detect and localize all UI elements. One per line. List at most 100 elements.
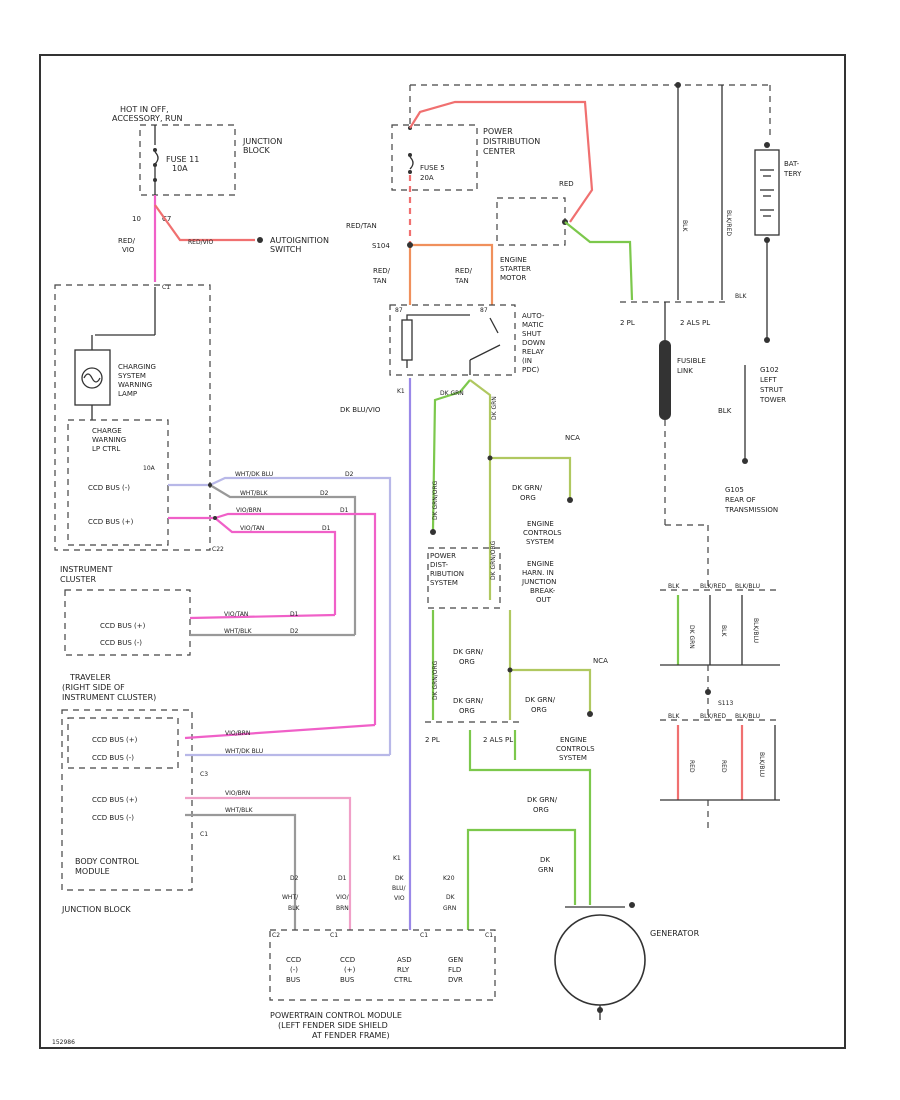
pcm-wire-wht: WHT/ [282, 894, 299, 901]
battery-label: BAT- [784, 160, 800, 168]
label-nca-2: NCA [593, 657, 608, 665]
pcm-wire-blk: BLK [288, 905, 300, 912]
traveler-title-2: (RIGHT SIDE OF [62, 683, 125, 692]
pcm-gen: GEN [448, 956, 463, 964]
pcm-wire-dk-2: DK [446, 894, 456, 901]
charging-lamp-label-2: SYSTEM [118, 372, 146, 380]
harness-label-3: JUNCTION [521, 578, 556, 586]
body-control-module: CCD BUS (+) CCD BUS (-) CCD BUS (+) CCD … [61, 709, 390, 930]
label-2als-pl-b: 2 ALS PL [483, 736, 513, 744]
conn-wire-blk: BLK [720, 625, 727, 637]
pcm-ccd-pos-3: BUS [340, 976, 355, 984]
cluster-title: INSTRUMENT [60, 565, 113, 574]
splice-s104: S104 [372, 242, 390, 250]
pdc-title-3: CENTER [483, 147, 516, 156]
cluster-pin-c22: C22 [212, 546, 224, 553]
wire-label-red-tan-right-2: TAN [454, 277, 469, 285]
wire-label-dk-grn-org-b: DK GRN/ [453, 648, 484, 656]
wire-label-blk: BLK [681, 220, 688, 232]
wire-red-vio: RED/ VIO RED/VIO AUTOIGNITION SWITCH C1 [118, 195, 329, 291]
conn-wire-red-2: RED [720, 760, 727, 773]
bcm-wire-wht-dk-blu: WHT/DK BLU [225, 748, 263, 755]
pcm-title: POWERTRAIN CONTROL MODULE [270, 1011, 402, 1020]
starter-label-2: STARTER [500, 265, 531, 273]
pds-label-2: DIST- [430, 561, 449, 569]
conn-wire-dk-grn: DK GRN [688, 625, 695, 649]
traveler-ccd-pos: CCD BUS (+) [100, 622, 146, 630]
relay-coil-icon [401, 314, 501, 375]
wire-label-blk-right: BLK [735, 293, 747, 300]
hot-label: HOT IN OFF, [120, 105, 169, 114]
bcm-ccd-neg-2: CCD BUS (-) [92, 814, 134, 822]
harness-label-5: OUT [536, 596, 552, 604]
traveler: CCD BUS (+) CCD BUS (-) VIO/TAN WHT/BLK … [62, 589, 355, 702]
wire-label-red: RED [559, 180, 574, 188]
fuse-5-rating: 20A [420, 174, 434, 182]
conn-wire-blk-blu-2: BLK/BLU [758, 752, 765, 777]
bcm-title: BODY CONTROL [75, 857, 139, 866]
charge-ctrl-label: CHARGE [92, 427, 122, 435]
asd-relay-feed: RED/TAN S104 RED/ TAN RED/ TAN [346, 222, 494, 305]
g102-label-2: LEFT [760, 376, 777, 384]
pcm-ccd-neg: CCD [286, 956, 301, 964]
fuse-11-icon [153, 125, 159, 195]
fusible-link-section: 2 PL 2 ALS PL FUSIBLE LINK G102 LEFT STR… [620, 302, 786, 590]
pcm-pin-1: C2 [272, 932, 280, 939]
wire-label-ign: RED/VIO [188, 239, 213, 246]
conn-b3: BLK/BLU [735, 713, 760, 720]
power-distribution-system: POWER DIST- RIBUTION SYSTEM ENGINE HARN.… [425, 547, 608, 905]
fusible-link-label-2: LINK [677, 367, 693, 375]
relay-label-3: SHUT [522, 330, 542, 338]
wire-dk-grn-relay: DK GRN DK GRN NCA DK GRN/ ORG ENGINE CON… [430, 379, 580, 600]
wire-label-dk-blu-vio: DK BLU/VIO [340, 406, 381, 414]
pcm-wire-k20: K20 [443, 875, 455, 882]
traveler-d1: D1 [290, 611, 299, 618]
pcm-pin-3: C1 [420, 932, 428, 939]
g105-label-3: TRANSMISSION [724, 506, 778, 514]
pcm-wire-brn: BRN [336, 905, 349, 912]
wire-label-dk-grn-org: DK GRN/ [512, 484, 543, 492]
ground-connector-blocks: BLK BLK/RED BLK/BLU DK GRN BLK BLK/BLU S… [660, 583, 780, 830]
auto-shutdown-relay: 87 87 AUTO- MATIC SHUT DOWN RELAY (IN PD… [389, 304, 545, 376]
conn-b2: BLK/RED [700, 713, 726, 720]
charge-ctrl-label-3: LP CTRL [92, 445, 120, 453]
wire-label-red-tan-right: RED/ [455, 267, 473, 275]
battery-label-2: TERY [783, 170, 802, 178]
wire-label-gen-grn: GRN [538, 866, 554, 874]
wire-wht-blk: WHT/BLK [240, 490, 269, 497]
wire-label-dk-grn-org-c2: ORG [459, 707, 475, 715]
ccd-bus-wires-cluster: WHT/DK BLU WHT/BLK VIO/BRN VIO/TAN D2 D2… [168, 471, 392, 755]
wire-gen-field: DK GRN [466, 828, 577, 930]
pcm-wire-k1: K1 [393, 855, 401, 862]
wire-label-red-vio-2: VIO [122, 246, 135, 254]
battery-feed: BLK BLK/RED BAT- TERY BLK [409, 82, 802, 343]
bcm-wire-vio-brn-2: VIO/BRN [225, 790, 250, 797]
battery-icon [754, 142, 780, 243]
traveler-title-3: INSTRUMENT CLUSTER) [62, 693, 156, 702]
bcm-ccd-pos: CCD BUS (+) [92, 736, 138, 744]
harness-label-4: BREAK- [530, 587, 556, 595]
engine-controls-label-3: SYSTEM [526, 538, 554, 546]
bcm-c3: C3 [200, 771, 208, 778]
connector-c1: C1 [162, 284, 170, 291]
relay-label-7: PDC) [522, 366, 539, 374]
traveler-wire-wht-blk: WHT/BLK [224, 628, 253, 635]
cluster-ccd-neg: CCD BUS (-) [88, 484, 130, 492]
wire-label-blk-red: BLK/RED [725, 210, 732, 236]
wire-vio-tan: VIO/TAN [240, 525, 264, 532]
engine-controls-label-2: CONTROLS [523, 529, 562, 537]
generator-label: GENERATOR [650, 929, 700, 938]
pcm-wire-d2: D2 [290, 875, 299, 882]
fuse-5-icon [408, 126, 414, 174]
label-2als-pl: 2 ALS PL [680, 319, 710, 327]
pcm-pin-2: C1 [330, 932, 338, 939]
bcm-wire-wht-blk-2: WHT/BLK [225, 807, 254, 814]
bcm-title-2: MODULE [75, 867, 110, 876]
conn-a2: BLK/RED [700, 583, 726, 590]
wire-label-dk-grn-a: DK GRN [440, 390, 464, 397]
ignition-switch-label-2: SWITCH [270, 245, 301, 254]
pdc-title-2: DISTRIBUTION [483, 137, 540, 146]
conn-a1: BLK [668, 583, 680, 590]
pcm-gen-2: FLD [448, 966, 461, 974]
wire-d2-a: D2 [345, 471, 354, 478]
